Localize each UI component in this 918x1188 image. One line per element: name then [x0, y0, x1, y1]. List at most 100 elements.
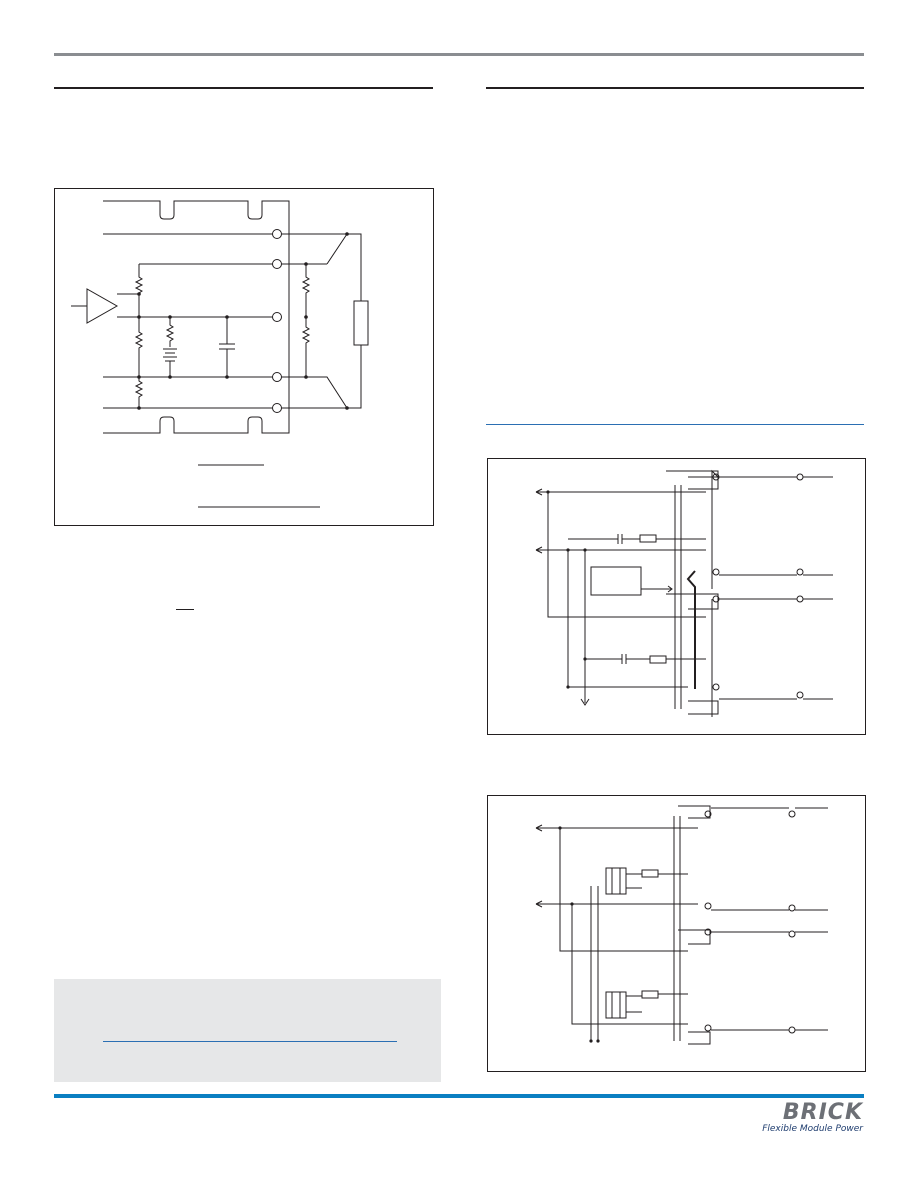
resistor: [641, 990, 659, 999]
control-block: [590, 566, 642, 596]
right-column-rule: [486, 87, 864, 89]
junction-dot: [225, 315, 229, 319]
resistor: [641, 869, 659, 878]
pin-circle: [788, 810, 796, 818]
footer-rule: [54, 1094, 864, 1098]
pin-circle: [788, 1026, 796, 1034]
junction-dot: [558, 826, 562, 830]
transformer-winding: [611, 868, 621, 894]
module-bracket: [666, 470, 719, 490]
junction-dot: [137, 406, 141, 410]
junction-dot: [570, 902, 574, 906]
ground-arrow: [580, 698, 590, 706]
sense-line: [535, 824, 698, 832]
module-rails: [674, 485, 682, 709]
schematic-remote-sense: [71, 200, 369, 508]
error-amplifier: [71, 288, 119, 324]
junction-dot: [168, 375, 172, 379]
junction-dot: [566, 548, 570, 552]
pin-circle: [712, 568, 720, 576]
load-resistor: [353, 300, 369, 346]
junction-dot: [137, 375, 141, 379]
transformer: [605, 867, 627, 895]
junction-dot: [345, 406, 349, 410]
transformer-winding: [611, 992, 621, 1018]
pin-circle: [272, 372, 282, 382]
pin-circle: [796, 568, 804, 576]
current-share-wire: [686, 570, 696, 689]
wire: [626, 873, 642, 889]
wire: [117, 293, 139, 318]
section-link-rule: [486, 424, 864, 425]
sense-line: [535, 900, 698, 908]
junction-dot: [168, 315, 172, 319]
figure-remote-sense-schematic: [54, 188, 434, 526]
brand-logo: BRICK Flexible Module Power: [735, 1100, 865, 1140]
module-bracket: [666, 593, 719, 610]
junction-dot: [566, 685, 570, 689]
note-link-underline[interactable]: [103, 1041, 397, 1042]
module-bracket: [678, 929, 711, 945]
schematic-parallel-connection: [535, 469, 833, 717]
pin-circle: [704, 902, 712, 910]
pin-circle: [704, 810, 712, 818]
pin-circle: [272, 312, 282, 322]
junction-dot: [345, 232, 349, 236]
filter-resistor: [649, 655, 667, 664]
pin-circle: [796, 595, 804, 603]
pin-circle: [788, 930, 796, 938]
pin-circle: [272, 259, 282, 269]
pin-circle: [796, 691, 804, 699]
pin-circle: [712, 683, 720, 691]
sense-line: [535, 546, 706, 554]
pin-circle: [788, 904, 796, 912]
junction-dot: [304, 315, 308, 319]
junction-dot: [225, 375, 229, 379]
junction-dot: [596, 1039, 600, 1043]
sense-wire: [281, 376, 348, 409]
pin-circle: [704, 1024, 712, 1032]
wire: [347, 233, 362, 301]
junction-dot: [546, 490, 550, 494]
junction-dot: [137, 315, 141, 319]
control-arrow: [641, 585, 673, 593]
pin-circle: [272, 229, 282, 239]
filter-capacitor: [585, 654, 650, 664]
sense-bus: [571, 904, 688, 1025]
pin-circle: [272, 403, 282, 413]
junction-dot: [137, 292, 141, 296]
transformer: [605, 991, 627, 1019]
filter-capacitor: [568, 534, 640, 544]
sense-bus: [559, 828, 688, 952]
junction-dot: [583, 548, 587, 552]
sense-bus: [547, 492, 706, 618]
inline-overbar: [176, 609, 194, 610]
module-bracket: [688, 1031, 711, 1045]
filter-resistor: [639, 534, 657, 543]
note-box: [54, 979, 441, 1082]
junction-dot: [304, 375, 308, 379]
brand-tagline: Flexible Module Power: [762, 1124, 863, 1134]
junction-dot: [589, 1039, 593, 1043]
schematic-parallel-isolated: [535, 805, 828, 1045]
left-column-rule: [54, 87, 433, 89]
module-bracket: [688, 700, 719, 715]
transformer-leads: [590, 886, 599, 1041]
pin-circle: [796, 473, 804, 481]
sense-line: [535, 488, 706, 496]
sense-resistors: [301, 264, 311, 377]
reference-source: [163, 317, 177, 377]
junction-dot: [583, 657, 587, 661]
junction-dot: [304, 262, 308, 266]
wire: [626, 995, 642, 1013]
brand-name: BRICK: [782, 1100, 863, 1125]
header-rule: [54, 53, 864, 56]
figure-parallel-isolated: [487, 795, 866, 1072]
module-rails: [673, 816, 681, 1041]
sense-wire: [326, 233, 348, 265]
wire: [347, 345, 362, 409]
resistor-divider: [134, 264, 144, 408]
module-outline: [103, 200, 290, 434]
figure-parallel-connection: [487, 458, 866, 735]
sense-bus: [567, 550, 688, 688]
